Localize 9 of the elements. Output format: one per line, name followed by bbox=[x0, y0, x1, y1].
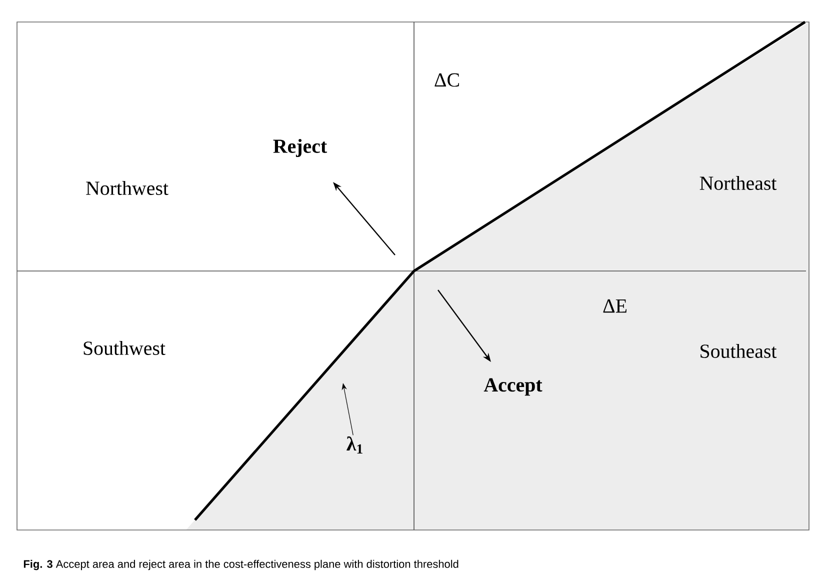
axis-label: ΔE bbox=[603, 299, 626, 313]
quadrant-label: Southwest bbox=[84, 340, 166, 355]
region-label: Reject bbox=[273, 138, 328, 158]
figure-caption: Fig. 3 Accept area and reject area in the cost-effectiveness plane with distortion threshold bbox=[24, 560, 458, 570]
quadrant-label: Northeast bbox=[700, 176, 777, 190]
region-label: Accept bbox=[484, 378, 542, 396]
axis-label: ΔC bbox=[434, 73, 459, 87]
quadrant-label: Northwest bbox=[86, 180, 168, 195]
quadrant-label: Southeast bbox=[700, 344, 777, 358]
